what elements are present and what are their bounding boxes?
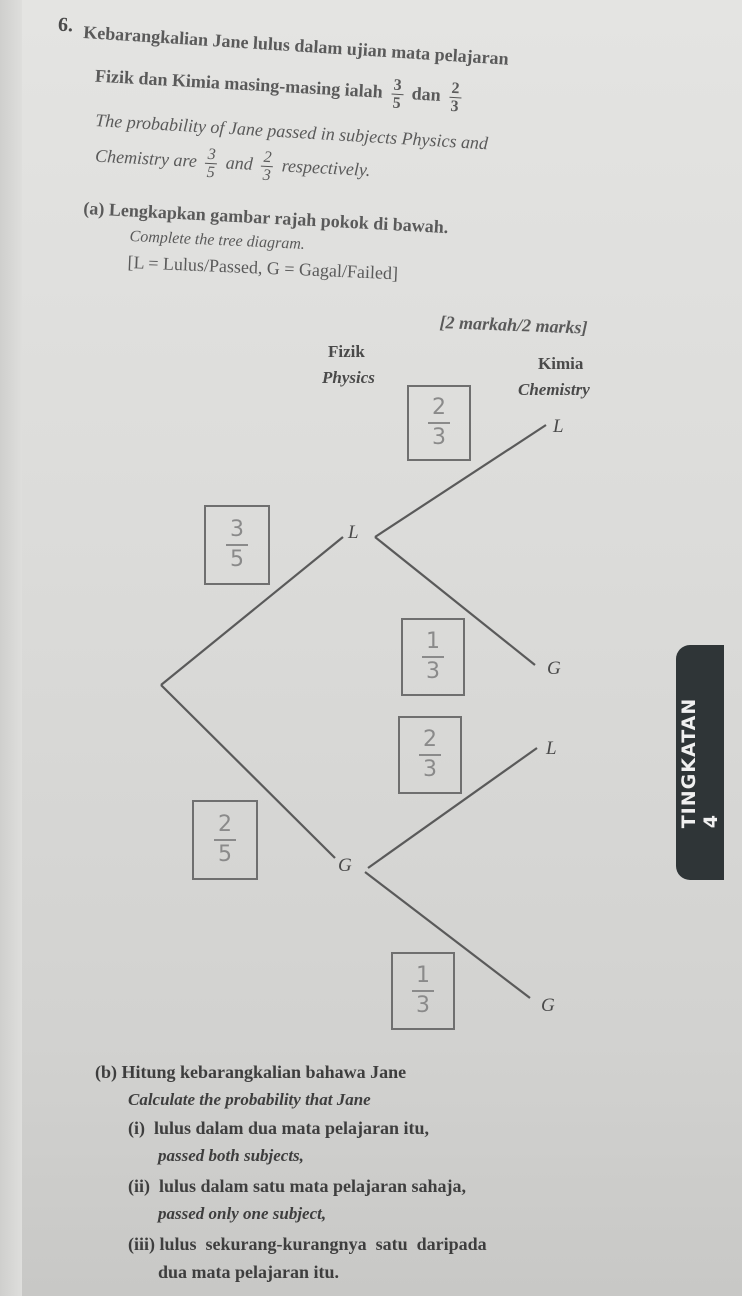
part-b-instruction: (b) Hitung kebarangkalian bahawa Jane — [95, 1062, 406, 1083]
answer-bar — [428, 422, 450, 424]
part-b-instruction-english: Calculate the probability that Jane — [128, 1090, 371, 1109]
side-tab-label: TINGKATAN 4 — [678, 697, 722, 828]
answer-num: 2 — [432, 395, 446, 420]
part-b-item-1: (i) lulus dalam dua mata pelajaran itu, — [128, 1118, 429, 1139]
header-chemistry-english: Chemistry — [518, 380, 590, 399]
node-physics-pass: L — [348, 522, 359, 543]
node-chem-fail-after-fail: G — [541, 995, 555, 1016]
item-malay: lulus dalam satu mata pelajaran sahaja, — [159, 1176, 467, 1196]
answer-num: 2 — [218, 812, 232, 837]
answer-den: 3 — [426, 659, 440, 684]
answer-num: 2 — [423, 727, 437, 752]
page-edge — [0, 0, 22, 1296]
header-physics-english: Physics — [322, 368, 375, 387]
item-label: (i) — [128, 1118, 145, 1138]
part-b-label: (b) — [95, 1062, 117, 1082]
part-b-item-3-continued: dua mata pelajaran itu. — [158, 1262, 340, 1282]
answer-den: 5 — [230, 547, 244, 572]
node-chem-pass-after-pass: L — [553, 416, 564, 437]
answer-den: 3 — [416, 993, 430, 1018]
part-b-item-1-english: passed both subjects, — [158, 1146, 304, 1165]
answer-bar — [214, 839, 236, 841]
side-tab: TINGKATAN 4 — [676, 645, 724, 880]
answer-num: 1 — [426, 629, 440, 654]
answer-den: 3 — [432, 425, 446, 450]
part-b-item-2: (ii) lulus dalam satu mata pelajaran sah… — [128, 1176, 466, 1197]
header-chemistry-malay: Kimia — [538, 354, 584, 373]
item-malay: lulus dalam dua mata pelajaran itu, — [154, 1118, 430, 1138]
node-physics-fail: G — [338, 855, 352, 876]
node-chem-pass-after-fail: L — [546, 738, 557, 759]
item-malay: lulus sekurang-kurangnya satu daripada — [159, 1234, 487, 1254]
answer-num: 1 — [416, 963, 430, 988]
node-chem-fail-after-pass: G — [547, 658, 561, 679]
answer-bar — [422, 656, 444, 658]
part-b-item-3: (iii) lulus sekurang-kurangnya satu dari… — [128, 1234, 487, 1255]
header-physics-malay: Fizik — [328, 342, 365, 361]
answer-num: 3 — [230, 517, 244, 542]
answer-bar — [226, 544, 248, 546]
answer-bar — [419, 754, 441, 756]
answer-den: 3 — [423, 757, 437, 782]
item-label: (iii) — [128, 1234, 155, 1254]
answer-bar — [412, 990, 434, 992]
part-b-instruction-malay: Hitung kebarangkalian bahawa Jane — [121, 1062, 407, 1082]
item-label: (ii) — [128, 1176, 150, 1196]
answer-den: 5 — [218, 842, 232, 867]
part-b-item-2-english: passed only one subject, — [158, 1204, 327, 1223]
